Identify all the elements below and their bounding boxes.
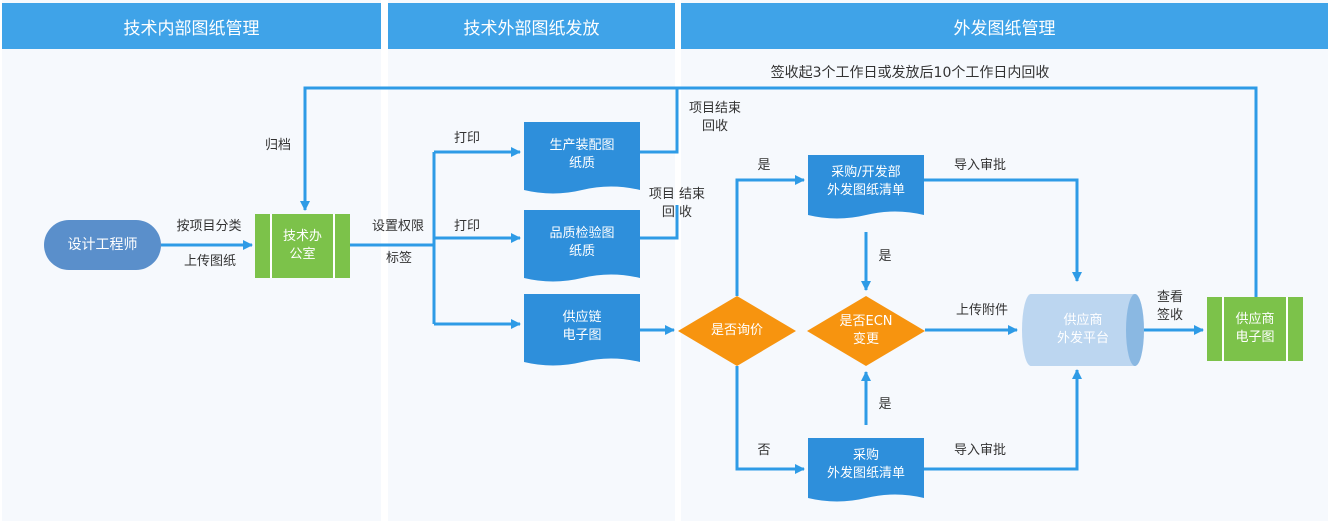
ecn-decision-node (807, 296, 925, 366)
designer-node (44, 220, 161, 270)
label-yes-upper: 是 (757, 158, 771, 173)
supplier-electronic-node (1207, 297, 1303, 361)
label-import-approval-1: 导入审批 (953, 158, 1006, 173)
label-view-sign: 查看 签收 (1156, 290, 1183, 323)
label-yes-mid: 是 (878, 249, 892, 264)
assembly-paper-node-label: 生产装配图 纸质 (549, 138, 615, 171)
lane-header-external: 技术外部图纸发放 (388, 3, 675, 49)
lane-header-internal: 技术内部图纸管理 (2, 3, 381, 49)
label-classify-by-project: 按项目分类 (176, 219, 242, 234)
inquiry-decision-node (678, 296, 796, 366)
label-import-approval-2: 导入审批 (953, 443, 1006, 458)
ecn-decision-node-label: 是否ECN 变更 (839, 314, 893, 347)
quality-paper-node-label: 品质检验图 纸质 (549, 226, 615, 259)
tech-office-node-label: 技术办 公室 (282, 229, 322, 262)
label-yes-lower: 是 (878, 397, 892, 412)
recall-line-assembly (640, 88, 679, 154)
supplier-platform-node-label: 供应商 外发平台 (1056, 313, 1109, 346)
tech-office-node (255, 214, 350, 278)
label-tag: 标签 (385, 251, 412, 266)
label-print-2: 打印 (453, 219, 480, 234)
label-archive: 归档 (264, 138, 291, 153)
recall-line-quality (640, 205, 679, 240)
label-project-end-recall-2: 项目 结束 回 收 (648, 187, 706, 220)
assembly-paper-node (524, 122, 640, 194)
supplier-platform-node (1022, 294, 1144, 366)
supply-chain-electronic-node-label: 供应链 电子图 (562, 310, 602, 343)
label-print-1: 打印 (453, 131, 480, 146)
procure-dev-list-node (808, 155, 924, 219)
label-no: 否 (757, 443, 771, 458)
arrow-inquiry-no (735, 366, 805, 474)
procure-dev-list-node-label: 采购/开发部 外发图纸清单 (826, 165, 905, 198)
label-upload-attachment: 上传附件 (955, 303, 1008, 318)
procure-list-node-label: 采购 外发图纸清单 (826, 448, 905, 481)
lane-header-outgoing: 外发图纸管理 (681, 3, 1328, 49)
inquiry-decision-node-label: 是否询价 (710, 323, 763, 338)
label-return-top: 签收起3个工作日或发放后10个工作日内回收 (770, 65, 1050, 81)
supplier-electronic-node-label: 供应商 电子图 (1235, 312, 1275, 345)
quality-paper-node (524, 210, 640, 282)
label-upload-drawing: 上传图纸 (183, 254, 236, 269)
arrow-import-approval-top (924, 178, 1082, 282)
supply-chain-electronic-node (524, 294, 640, 366)
procure-list-node (808, 438, 924, 502)
arrow-import-approval-bottom (924, 369, 1082, 471)
label-project-end-recall-1: 项目结束 回收 (688, 101, 741, 134)
designer-node-label: 设计工程师 (67, 237, 138, 253)
arrow-return-to-office (300, 86, 1258, 297)
arrow-inquiry-yes (735, 175, 805, 296)
label-set-permissions: 设置权限 (371, 219, 424, 234)
